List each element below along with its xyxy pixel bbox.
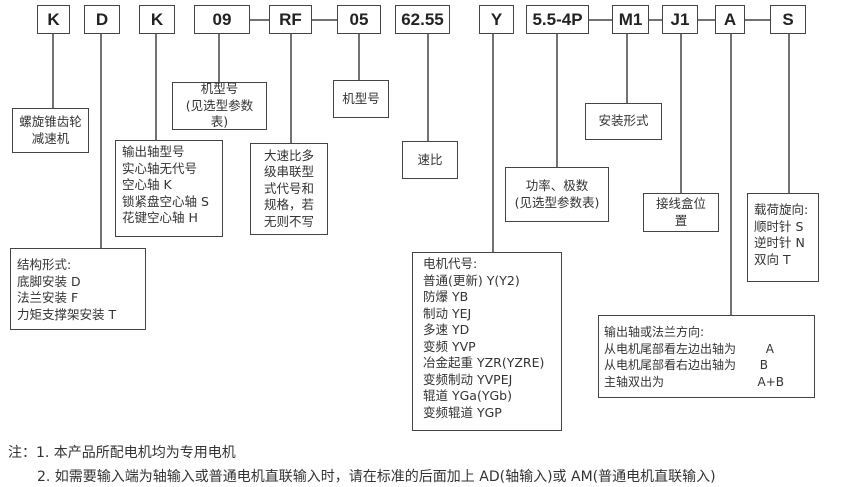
- motor-line: 变频制动 YVPEJ: [423, 371, 513, 387]
- mounting-box: 安装形式: [585, 103, 662, 140]
- direction-row: 从电机尾部看右边出轴为 B: [604, 357, 774, 374]
- motor-line: 防爆 YB: [423, 289, 469, 304]
- motor-line: 电机代号:: [423, 256, 478, 271]
- output-shaft-box: 输出轴型号 实心轴无代号 空心轴 K 锁紧盘空心轴 S 花键空心轴 H: [115, 140, 223, 237]
- motor-line: 变频 YVP: [423, 338, 476, 354]
- reducer-box: 螺旋锥齿轮 减速机: [12, 108, 89, 153]
- code-power: 5.5-4P: [526, 5, 589, 34]
- motor-code-box: 电机代号: 普通(更新) Y(Y2) 防爆 YB 制动 YEJ 多速 YD 变频…: [412, 252, 562, 431]
- multi-stage-line: 式代号和: [263, 180, 314, 196]
- structure-box: 结构形式: 底脚安装 D 法兰安装 F 力矩支撑架安装 T: [10, 248, 146, 330]
- rotation-line: 逆时针 N: [754, 235, 805, 250]
- ratio-line: 速比: [417, 151, 443, 167]
- code-k-series: K: [37, 5, 70, 34]
- terminal-box-position-box: 接线盒位置: [643, 193, 719, 232]
- note-2: 2. 如需要输入端为轴输入或普通电机直联输入时，请在标准的后面加上 AD(轴输入…: [37, 466, 716, 486]
- code-m1: M1: [612, 5, 649, 34]
- code-motor-y: Y: [479, 5, 514, 34]
- code-rf: RF: [269, 5, 312, 34]
- output-shaft-line: 实心轴无代号: [122, 160, 198, 176]
- note-text: 2. 如需要输入端为轴输入或普通电机直联输入时，请在标准的后面加上 AD(轴输入…: [37, 469, 716, 485]
- rotation-line: 双向 T: [754, 251, 791, 267]
- motor-line: 辊道 YGa(YGb): [423, 388, 512, 403]
- direction-code: A+B: [757, 374, 785, 389]
- motor-line: 冶金起重 YZR(YZRE): [423, 355, 545, 370]
- direction-label: 从电机尾部看右边出轴为: [604, 358, 737, 372]
- note-1: 注：1. 本产品所配电机均为专用电机: [8, 442, 236, 462]
- model-09-box: 机型号 (见选型参数表): [172, 81, 267, 130]
- direction-label: 主轴双出为: [604, 374, 665, 389]
- code-model-05: 05: [337, 5, 381, 34]
- power-line: (见选型参数表): [514, 194, 600, 210]
- direction-title: 输出轴或法兰方向:: [604, 325, 705, 339]
- motor-line: 多速 YD: [423, 322, 470, 337]
- output-shaft-line: 花键空心轴 H: [122, 210, 198, 225]
- structure-line: 力矩支撑架安装 T: [17, 306, 117, 322]
- multi-stage-line: 无则不写: [263, 213, 314, 229]
- rotation-line: 顺时针 S: [754, 218, 804, 234]
- code-shaft-k: K: [139, 5, 175, 34]
- multi-stage-line: 大速比多: [263, 147, 314, 163]
- code-model-09: 09: [194, 5, 250, 34]
- output-shaft-line: 空心轴 K: [122, 177, 172, 192]
- model-09-line: (见选型参数表): [185, 97, 254, 130]
- motor-line: 变频辊道 YGP: [423, 404, 502, 420]
- mounting-line: 安装形式: [598, 113, 649, 129]
- direction-code: A: [765, 341, 774, 356]
- model-05-line: 机型号: [342, 90, 380, 106]
- code-s: S: [770, 5, 806, 34]
- reducer-line: 减速机: [31, 130, 70, 146]
- note-prefix: 注：: [8, 445, 36, 461]
- output-shaft-line: 输出轴型号: [122, 144, 185, 159]
- reducer-line: 螺旋锥齿轮: [19, 114, 82, 129]
- power-box: 功率、极数 (见选型参数表): [505, 167, 609, 222]
- model-09-line: 机型号: [200, 81, 239, 97]
- structure-line: 法兰安装 F: [17, 290, 79, 305]
- multi-stage-box: 大速比多 级串联型 式代号和 规格，若 无则不写: [250, 143, 328, 235]
- code-ratio: 62.55: [395, 5, 450, 34]
- direction-code: B: [759, 358, 768, 372]
- direction-row: 主轴双出为 A+B: [604, 374, 784, 391]
- model-05-box: 机型号: [333, 80, 389, 118]
- note-text: 1. 本产品所配电机均为专用电机: [36, 445, 236, 461]
- direction-row: 从电机尾部看左边出轴为 A: [604, 341, 774, 358]
- code-j1: J1: [662, 5, 698, 34]
- motor-line: 普通(更新) Y(Y2): [423, 272, 520, 288]
- multi-stage-line: 级串联型: [263, 164, 314, 180]
- rotation-line: 载荷旋向:: [754, 202, 809, 217]
- direction-label: 从电机尾部看左边出轴为: [604, 341, 737, 356]
- output-shaft-line: 锁紧盘空心轴 S: [122, 193, 209, 209]
- code-a: A: [715, 5, 745, 34]
- code-mounting-d: D: [84, 5, 120, 34]
- direction-box: 输出轴或法兰方向: 从电机尾部看左边出轴为 A 从电机尾部看右边出轴为 B 主轴双出…: [598, 315, 815, 398]
- multi-stage-line: 规格，若: [263, 197, 314, 213]
- structure-line: 结构形式:: [17, 257, 72, 272]
- terminal-box-line: 接线盒位置: [655, 196, 706, 228]
- structure-line: 底脚安装 D: [17, 273, 81, 289]
- power-line: 功率、极数: [525, 178, 589, 193]
- motor-line: 制动 YEJ: [423, 305, 472, 321]
- rotation-box: 载荷旋向: 顺时针 S 逆时针 N 双向 T: [747, 193, 819, 282]
- ratio-box: 速比: [402, 141, 458, 179]
